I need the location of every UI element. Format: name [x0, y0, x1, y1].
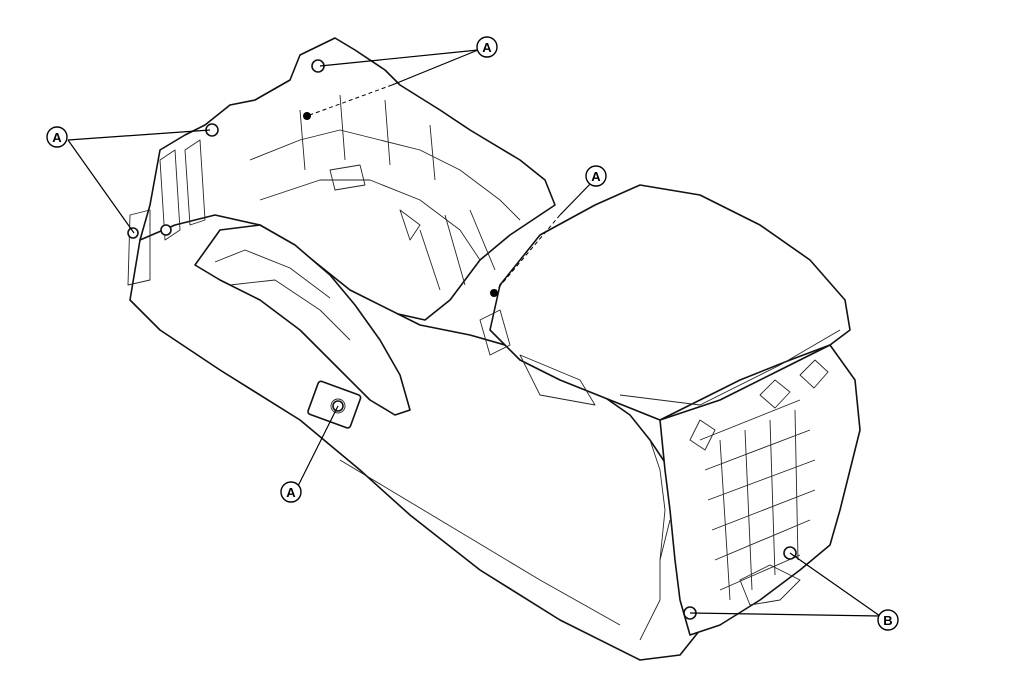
fastener-a-top-mid: [303, 112, 311, 120]
fastener-a-left-lower: [127, 227, 139, 239]
callout-a-top: A: [476, 36, 498, 58]
leader-lines: [67, 49, 881, 617]
callout-a-center: A: [585, 165, 607, 187]
fastener-a-left-mid: [160, 224, 172, 236]
fasteners: [127, 59, 797, 620]
callout-a-left: A: [46, 126, 68, 148]
svg-text:A: A: [482, 40, 492, 55]
svg-text:B: B: [883, 613, 892, 628]
svg-text:A: A: [52, 130, 62, 145]
callout-a-bottom: A: [280, 481, 302, 503]
callout-b: B: [877, 609, 899, 631]
console-body: [127, 37, 861, 661]
svg-text:A: A: [286, 485, 296, 500]
svg-text:A: A: [591, 169, 601, 184]
